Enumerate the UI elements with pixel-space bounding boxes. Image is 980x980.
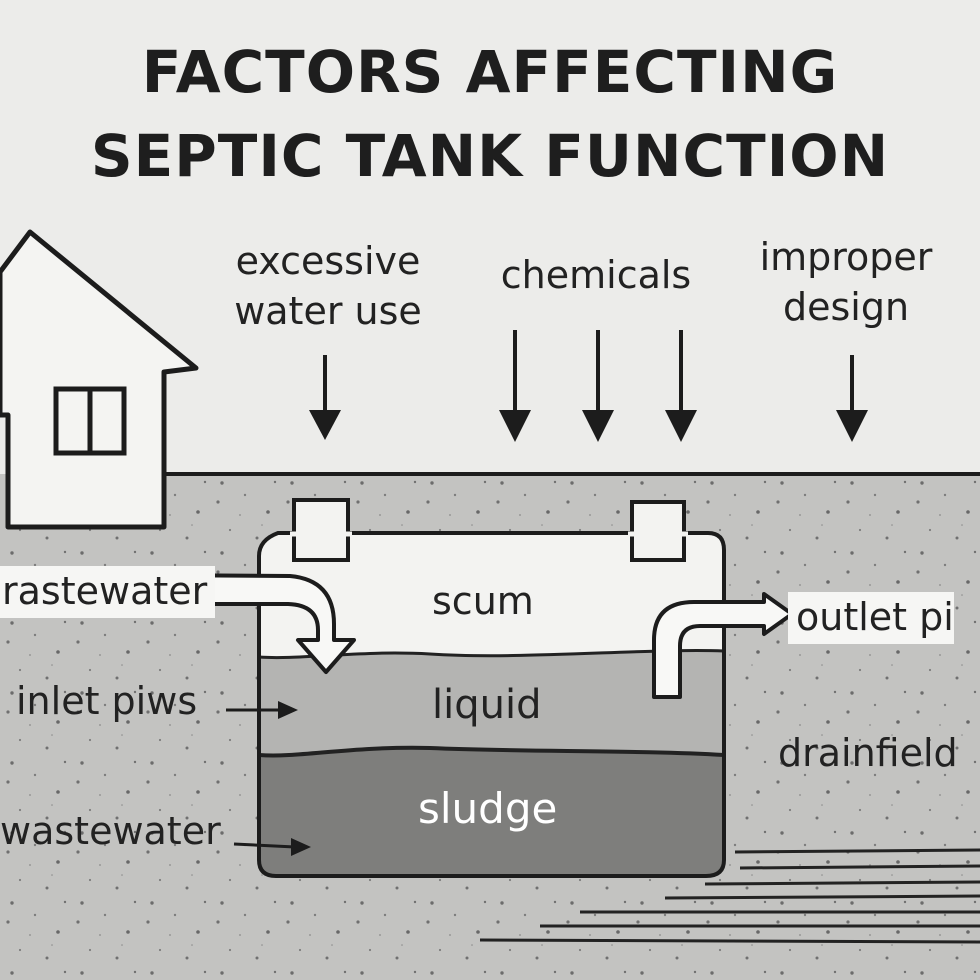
septic-tank [257,498,726,878]
layer-label-sludge: sludge [418,784,558,833]
factor-design-line-1: improper [759,235,933,279]
factor-design-line-2: design [782,285,910,329]
factor-improper-design: improper design [740,232,952,332]
down-arrow-icon [499,330,531,442]
label-wastewater-bottom: wastewater [0,809,221,853]
factor-excessive-water-use: excessive water use [219,236,437,336]
down-arrow-icon [836,355,868,442]
layer-label-scum: scum [432,579,534,623]
house-icon [0,229,199,530]
sludge-layer [259,747,724,876]
page-title-line-2: SEPTIC TANK FUNCTION [90,122,890,190]
down-arrow-icon [309,355,341,440]
scum-layer [259,533,724,658]
layer-label-liquid: liquid [432,682,542,728]
factor-water-use-line-2: water use [234,289,422,333]
label-inlet-pipe: inlet piws [16,679,198,723]
right-arrow-icon [233,838,311,856]
label-wastewater-in: rastewater [0,566,216,618]
liquid-layer [259,650,724,756]
down-arrow-icon [665,330,697,442]
down-arrow-icon [582,330,614,442]
liquid-sludge-boundary [258,745,725,758]
right-arrow-icon [226,701,298,719]
tank-riser-right [630,500,686,562]
factor-chemicals: chemicals [500,253,692,297]
tank-riser-left [292,498,350,562]
label-outlet-pipe: outlet pi [788,592,954,644]
factor-water-use-line-1: excessive [235,239,421,283]
page-title-line-1: FACTORS AFFECTING [141,38,839,106]
label-drainfield: drainfield [778,731,958,775]
tank-outline [257,531,726,878]
drainfield-lines [479,848,980,944]
